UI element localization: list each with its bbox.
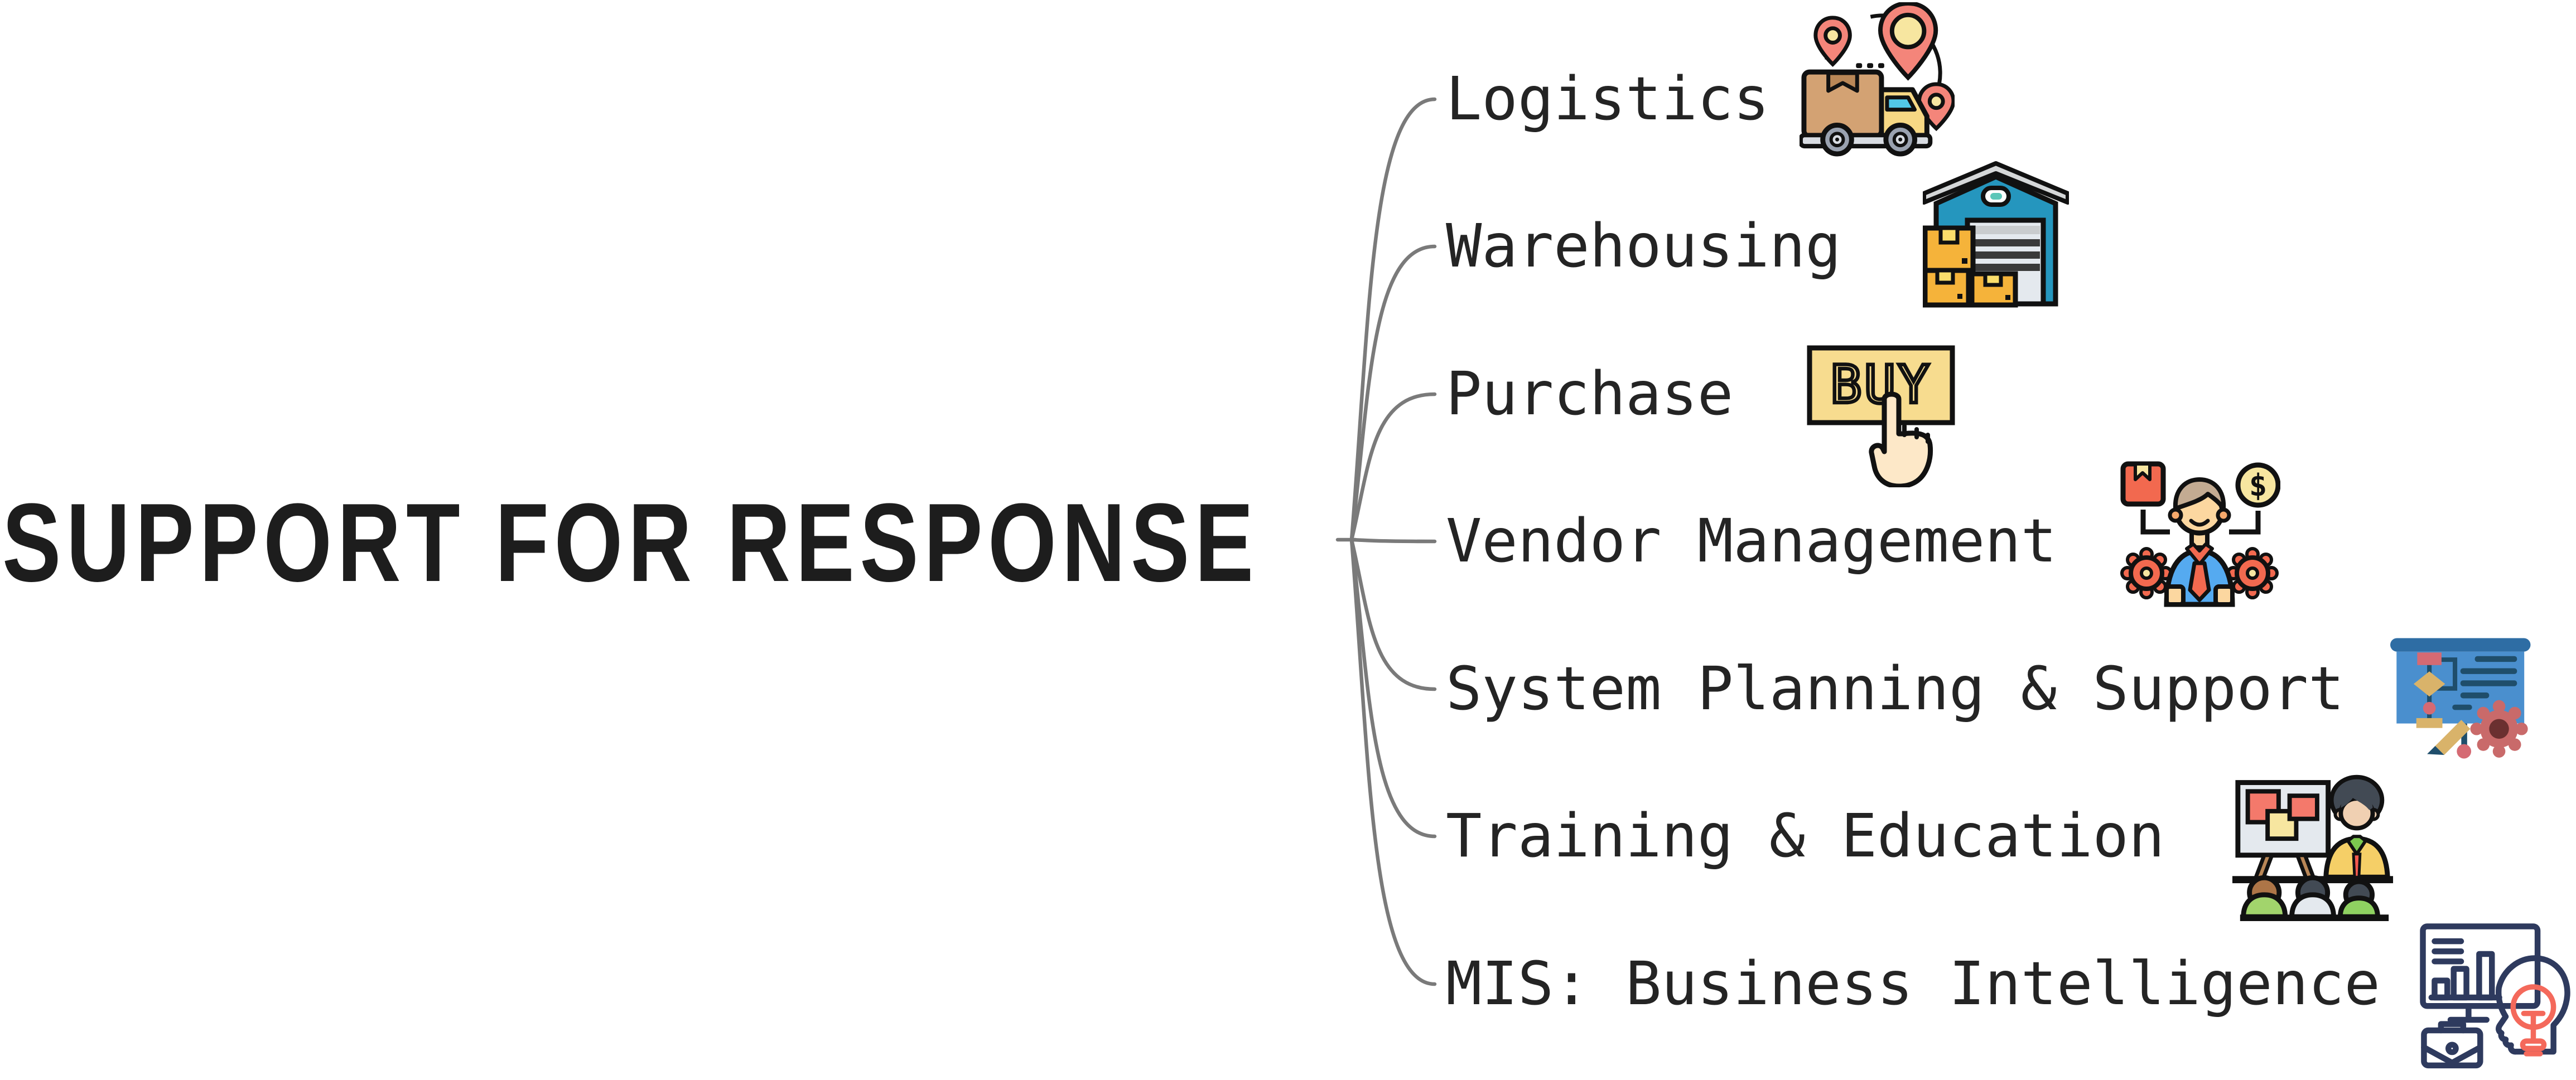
planning-board-gear-pencil-icon	[2390, 638, 2531, 759]
branch-label-warehousing: Warehousing	[1446, 212, 1841, 281]
connector-logistics	[1349, 97, 1437, 542]
connector-mis	[1349, 537, 1437, 986]
branch-label-vendor-management: Vendor Management	[1446, 507, 2057, 576]
delivery-truck-location-pins-icon	[1800, 2, 1955, 157]
dollar-coin-symbol: $	[2249, 468, 2268, 503]
connector-purchase	[1349, 392, 1437, 542]
gear-left	[2120, 547, 2173, 599]
branch-label-system-planning-support: System Planning & Support	[1446, 655, 2345, 724]
connector-training	[1349, 537, 1437, 839]
support-gear	[2470, 700, 2528, 758]
vendor-person-gears-icon: $	[2120, 461, 2280, 607]
connector-warehousing	[1349, 244, 1437, 542]
buy-button-click-icon: BUY	[1807, 345, 1955, 487]
gear-right	[2226, 547, 2279, 599]
branch-label-training-education: Training & Education	[1446, 802, 2165, 871]
connector-planning	[1349, 537, 1437, 691]
warehouse-building-boxes-icon	[1923, 161, 2069, 308]
idea-lightbulb	[2510, 984, 2556, 1057]
connector-vendor	[1349, 537, 1437, 544]
branch-label-logistics: Logistics	[1446, 65, 1769, 134]
root-node-title: SUPPORT FOR RESPONSE	[2, 481, 1259, 605]
branch-label-mis-business-intelligence: MIS: Business Intelligence	[1446, 950, 2380, 1019]
bi-monitor-idea-head-briefcase-icon	[2420, 923, 2570, 1069]
branch-label-purchase: Purchase	[1446, 360, 1734, 429]
buy-button-text: BUY	[1830, 355, 1932, 415]
presenter-with-audience-icon	[2232, 774, 2394, 922]
